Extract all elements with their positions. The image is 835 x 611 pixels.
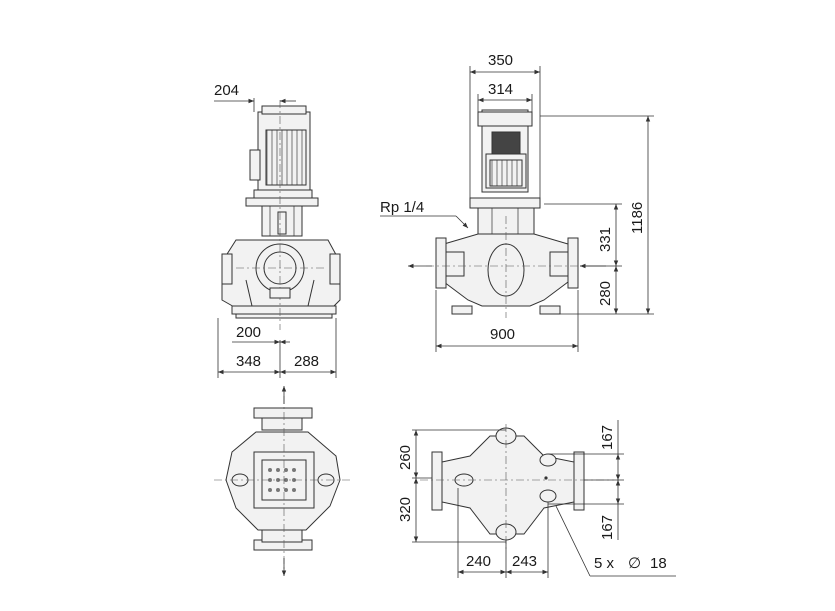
side-outlet-flange [567,237,579,289]
holes-diameter: 18 [650,555,667,572]
dim-348: 348 [236,353,261,370]
dim-260: 260 [397,445,414,470]
label-rp-connection: Rp 1/4 [380,199,424,216]
dim-280: 280 [597,281,614,306]
plan-view: 260 320 167 167 240 243 5 x ∅ 18 [397,420,676,578]
dim-288: 288 [294,353,319,370]
dim-320: 320 [397,497,414,522]
dim-350: 350 [488,52,513,69]
dim-1186: 1186 [629,202,646,234]
dim-900: 900 [490,326,515,343]
dim-331: 331 [597,227,614,252]
top-view [214,386,352,576]
dim-167-lower: 167 [599,515,616,540]
side-view: 350 314 Rp 1/4 331 280 1186 900 [380,52,654,352]
holes-count: 5 x [594,555,615,572]
dim-240: 240 [466,553,491,570]
dim-314: 314 [488,81,513,98]
dim-243: 243 [512,553,537,570]
side-inlet-flange [435,237,447,289]
front-motor-fins [265,129,307,186]
front-view: 204 200 348 288 [214,82,341,378]
holes-diameter-symbol: ∅ [628,555,641,572]
dim-167-upper: 167 [599,425,616,450]
dim-204: 204 [214,82,239,99]
dim-200: 200 [236,324,261,341]
